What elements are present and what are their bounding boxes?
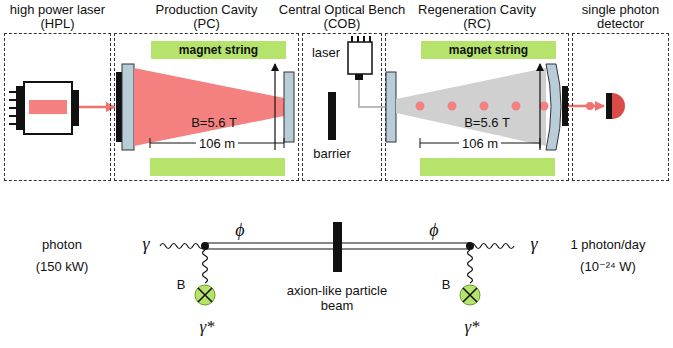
section-frame: high power laser (HPL) <box>4 33 111 181</box>
section-heading: Production Cavity (PC) <box>148 3 266 31</box>
laser-beam <box>134 68 284 146</box>
text-label: B <box>177 277 186 292</box>
magnet-string: magnet string <box>151 41 286 59</box>
magnet-label: magnet string <box>449 43 528 57</box>
text-label: B=5.6 T <box>191 115 237 130</box>
section-frame: Regeneration Cavity (RC)magnet string <box>385 33 569 181</box>
text-label: 1 photon/day <box>570 237 645 252</box>
symbol-label: γ <box>530 237 537 252</box>
text-label: (10⁻²⁴ W) <box>580 259 636 274</box>
text-label: (150 kW) <box>36 259 89 274</box>
section-frame: single photon detector <box>572 33 669 181</box>
symbol-label: γ* <box>464 319 479 334</box>
barrier <box>328 92 336 140</box>
text-label: barrier <box>313 146 351 161</box>
alignment-laser <box>348 36 386 107</box>
text-label: B <box>442 277 451 292</box>
laser-device <box>9 82 115 134</box>
section-heading: single photon detector <box>571 3 671 31</box>
section-heading: Central Optical Bench (COB) <box>271 3 413 31</box>
symbol-label: γ* <box>199 319 214 334</box>
magnet-bar <box>420 158 555 176</box>
symbol-label: γ <box>142 237 149 252</box>
text-label: photon <box>42 237 82 252</box>
magnet-label: magnet string <box>179 43 258 57</box>
regenerated-mode <box>396 68 546 146</box>
text-label: laser <box>312 45 340 60</box>
symbol-label: ϕ <box>235 223 244 238</box>
text-label: 106 m <box>196 136 238 151</box>
symbol-label: ϕ <box>429 223 438 238</box>
text-label: axion-like particle beam <box>276 283 398 313</box>
section-heading: Regeneration Cavity (RC) <box>413 3 541 31</box>
text-label: B=5.6 T <box>464 115 510 130</box>
text-label: 106 m <box>459 136 501 151</box>
photon-detector <box>612 93 625 119</box>
magnet-bar <box>150 158 285 176</box>
magnet-string: magnet string <box>421 41 556 59</box>
section-heading: high power laser (HPL) <box>3 3 113 31</box>
section-frame: Production Cavity (PC)magnet string <box>114 33 299 181</box>
